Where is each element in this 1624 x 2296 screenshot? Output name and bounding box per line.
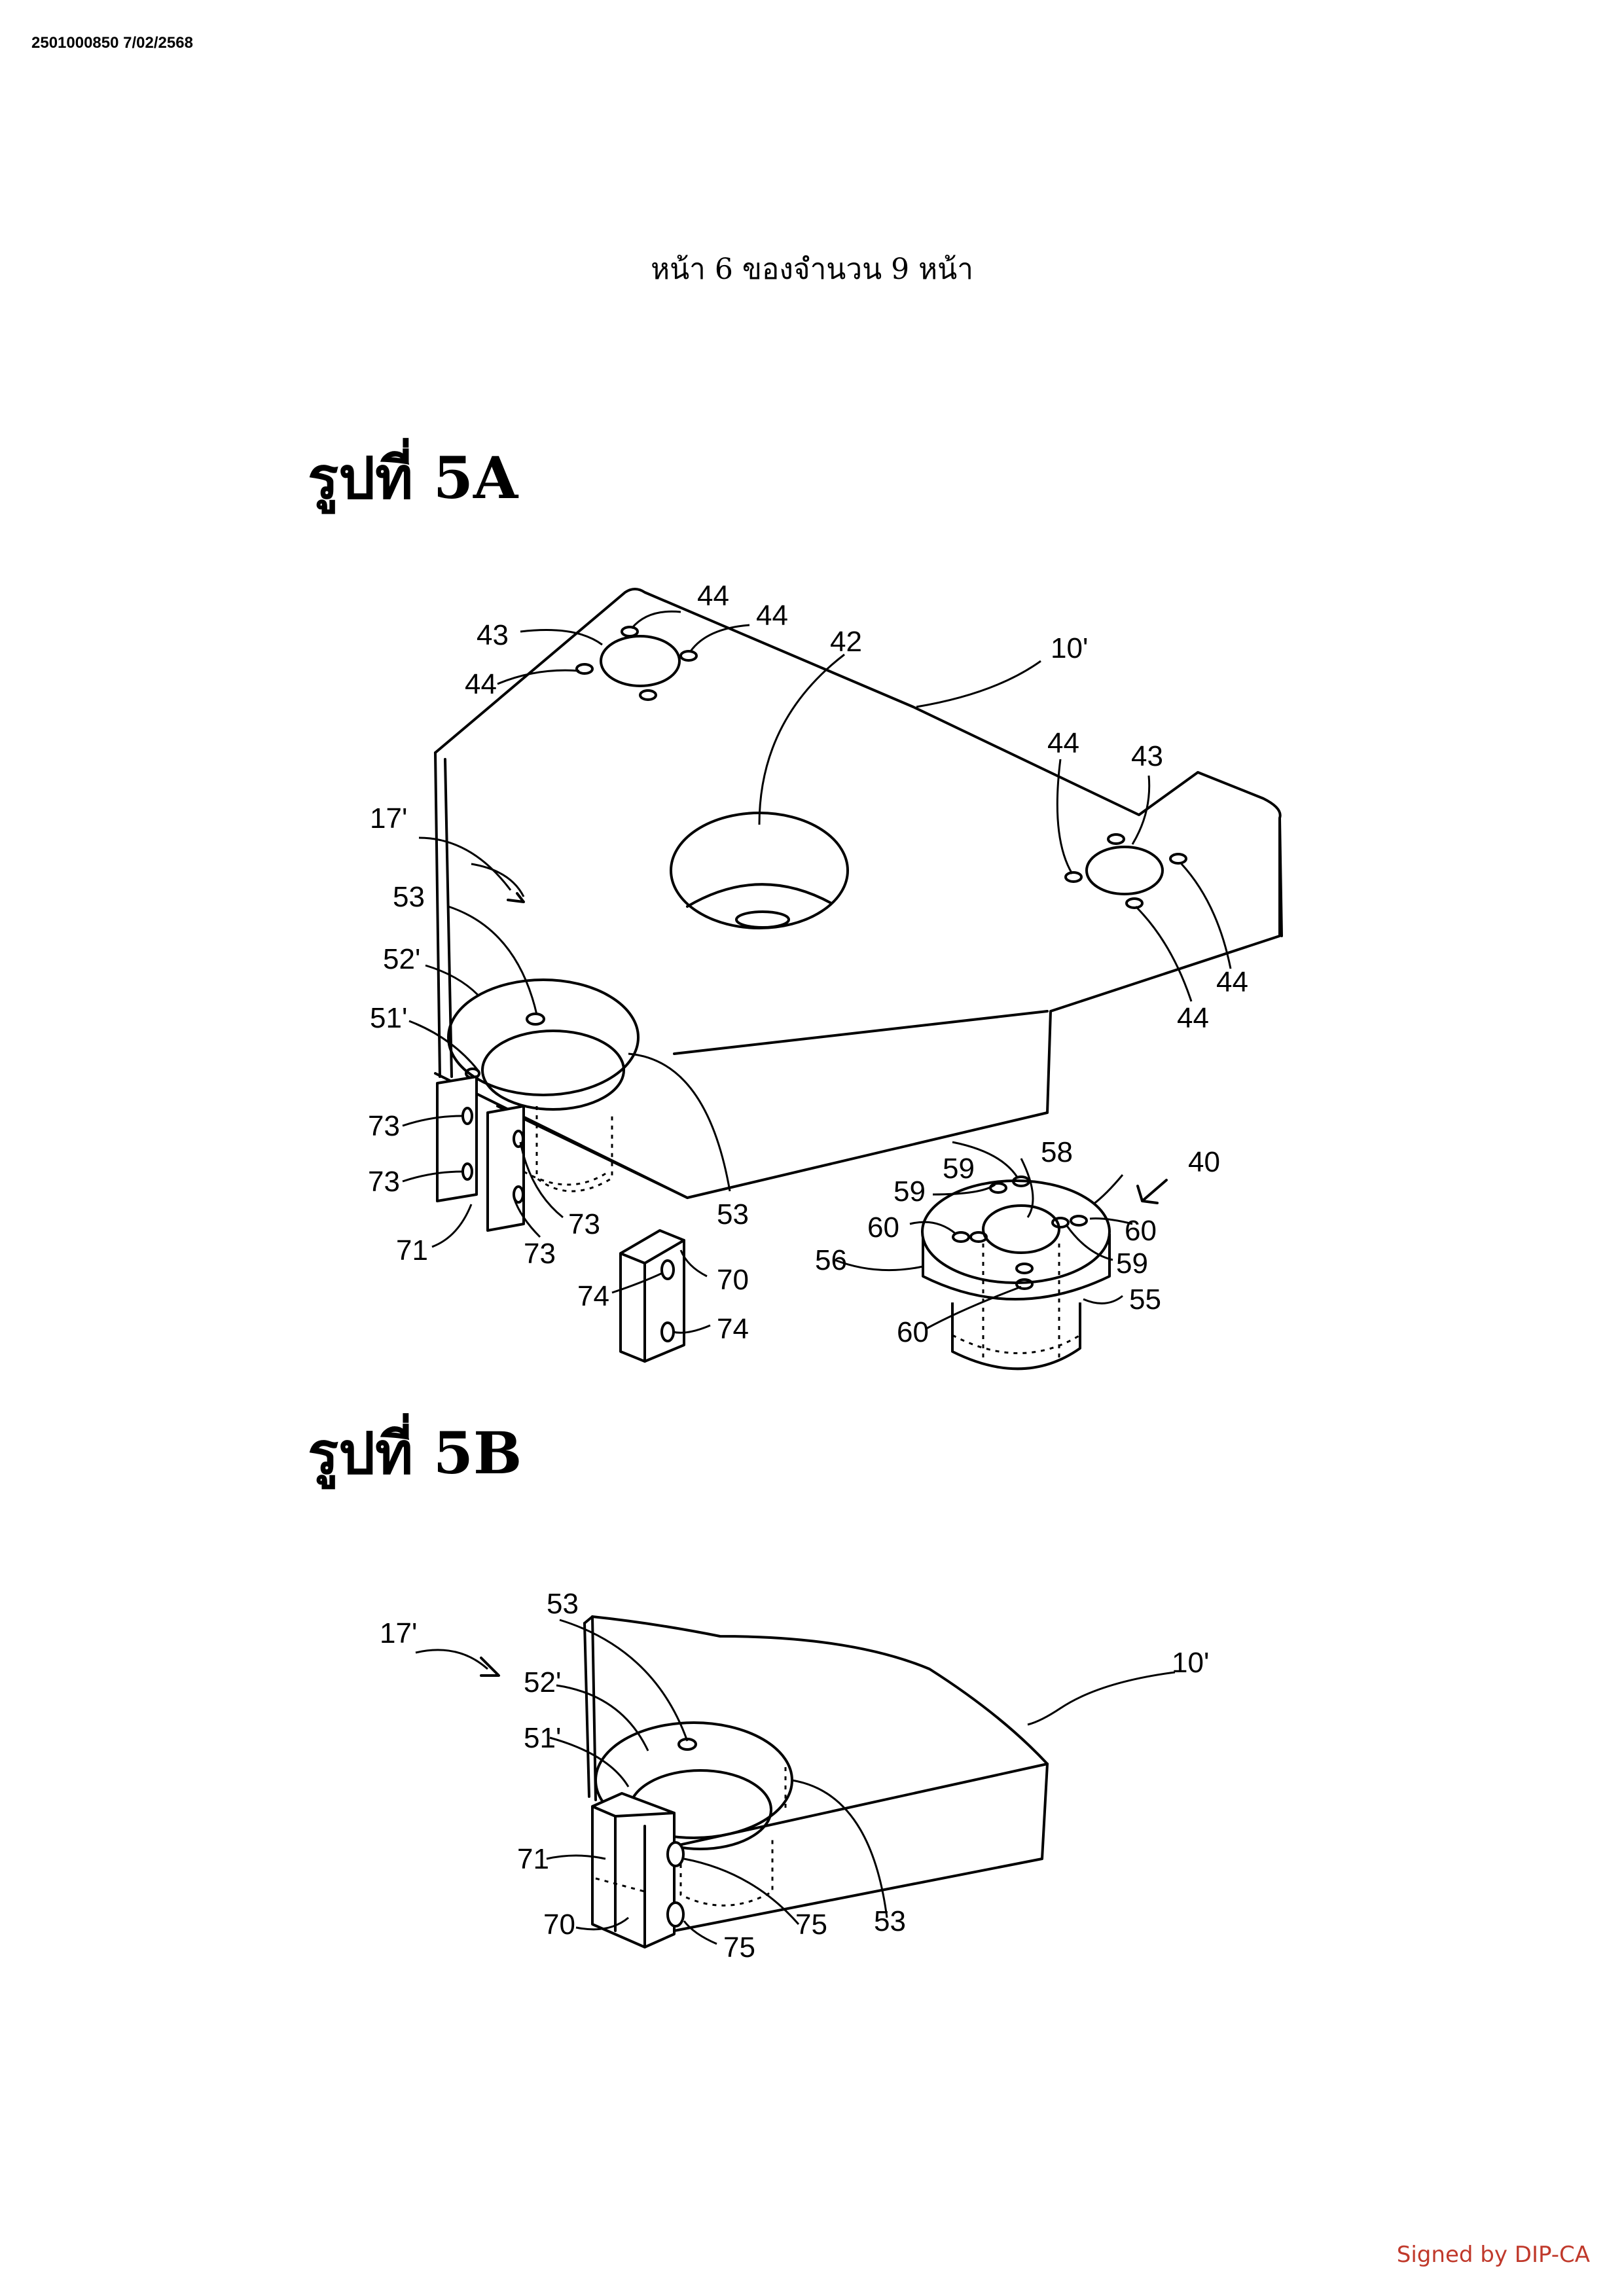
label-73: 73 bbox=[524, 1238, 556, 1270]
label-53: 53 bbox=[874, 1905, 906, 1937]
label-43: 43 bbox=[477, 619, 509, 651]
flange-part-40 bbox=[921, 1175, 1111, 1371]
label-59: 59 bbox=[943, 1153, 975, 1185]
label-44: 44 bbox=[756, 600, 788, 632]
hole-group-43-right bbox=[1064, 833, 1187, 909]
figure-5a-title: รูปที่ 5A bbox=[308, 444, 518, 512]
label-73: 73 bbox=[568, 1208, 600, 1240]
label-53: 53 bbox=[547, 1588, 579, 1620]
label-44: 44 bbox=[697, 580, 729, 612]
label-53: 53 bbox=[393, 881, 425, 913]
label-60: 60 bbox=[1125, 1215, 1157, 1247]
document-id: 2501000850 7/02/2568 bbox=[31, 34, 193, 52]
label-53: 53 bbox=[717, 1198, 749, 1230]
arrow-40 bbox=[1136, 1179, 1168, 1204]
arrow-17 bbox=[507, 892, 525, 903]
label-44: 44 bbox=[465, 668, 497, 700]
leader-lines-5b bbox=[415, 1619, 1176, 1945]
label-59: 59 bbox=[1116, 1247, 1148, 1280]
label-42: 42 bbox=[830, 626, 862, 658]
label-51: 51' bbox=[524, 1722, 561, 1754]
label-43: 43 bbox=[1131, 740, 1163, 772]
arrow-17-5b bbox=[480, 1657, 500, 1677]
label-17: 17' bbox=[380, 1617, 417, 1649]
label-52: 52' bbox=[524, 1666, 561, 1698]
leader-lines-5a bbox=[402, 610, 1232, 1334]
label-70: 70 bbox=[543, 1909, 575, 1941]
label-10: 10' bbox=[1172, 1647, 1209, 1679]
label-74: 74 bbox=[717, 1313, 749, 1345]
label-55: 55 bbox=[1129, 1283, 1161, 1316]
label-60: 60 bbox=[897, 1316, 929, 1348]
label-73: 73 bbox=[368, 1166, 400, 1198]
label-75: 75 bbox=[795, 1909, 827, 1941]
figure-5b-title: รูปที่ 5B bbox=[308, 1419, 522, 1487]
label-71: 71 bbox=[396, 1234, 428, 1266]
label-59: 59 bbox=[893, 1175, 926, 1208]
label-74: 74 bbox=[577, 1280, 609, 1312]
hole-group-43-left bbox=[575, 626, 698, 701]
label-17: 17' bbox=[370, 802, 407, 834]
label-58: 58 bbox=[1041, 1136, 1073, 1168]
label-10: 10' bbox=[1051, 632, 1088, 664]
label-44: 44 bbox=[1216, 966, 1248, 998]
clamp-block-70 bbox=[619, 1229, 685, 1363]
label-51: 51' bbox=[370, 1002, 407, 1034]
plate-10-partial bbox=[583, 1615, 1049, 1932]
digital-signature-note: Signed by DIP-CA bbox=[1396, 2242, 1590, 2268]
label-71: 71 bbox=[517, 1843, 549, 1875]
label-73: 73 bbox=[368, 1110, 400, 1142]
clamp-assembly-70-71 bbox=[591, 1792, 685, 1948]
page-number: หน้า 6 ของจำนวน 9 หน้า bbox=[651, 253, 973, 286]
label-44: 44 bbox=[1047, 727, 1079, 759]
label-40: 40 bbox=[1188, 1146, 1220, 1178]
label-52: 52' bbox=[383, 943, 420, 975]
label-75: 75 bbox=[723, 1931, 755, 1964]
label-70: 70 bbox=[717, 1264, 749, 1296]
label-44: 44 bbox=[1177, 1002, 1209, 1034]
plate-10 bbox=[434, 588, 1283, 1199]
label-56: 56 bbox=[815, 1244, 847, 1276]
label-60: 60 bbox=[867, 1211, 899, 1244]
